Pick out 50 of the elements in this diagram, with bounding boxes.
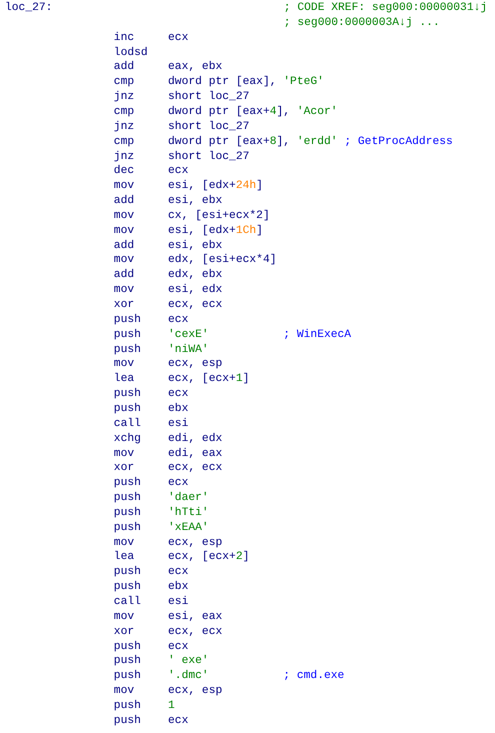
instruction-line: mov esi, [edx+24h] — [114, 179, 263, 194]
instruction-line: lodsd — [114, 46, 148, 60]
instruction-line: push 'hTti' — [114, 506, 209, 520]
instruction-line: inc ecx — [114, 30, 188, 45]
instruction-line: push ecx — [114, 312, 188, 327]
instruction-line: lea ecx, [ecx+2] — [114, 550, 250, 564]
instruction-line: call esi — [114, 416, 188, 431]
instruction-line: add edx, ebx — [114, 268, 222, 282]
instruction-line: push ecx — [114, 476, 188, 490]
instruction-line: cmp dword ptr [eax], 'PteG' — [114, 75, 324, 90]
instruction-line: add eax, ebx — [114, 60, 222, 74]
instruction-line: push ebx — [114, 580, 188, 594]
instruction-line: cmp dword ptr [eax+8], 'erdd' ; GetProcAddress — [114, 134, 453, 149]
instruction-line: push ecx — [114, 714, 188, 728]
instruction-line: call esi — [114, 595, 188, 609]
instruction-line: mov esi, edx — [114, 283, 222, 298]
instruction-line: jnz short loc_27 — [114, 150, 250, 164]
instruction-line: xor ecx, ecx — [114, 461, 222, 476]
instruction-line: add esi, ebx — [114, 238, 222, 253]
instruction-line: jnz short loc_27 — [114, 120, 250, 134]
instruction-line: mov ecx, esp — [114, 536, 222, 550]
instruction-line: mov edx, [esi+ecx*4] — [114, 253, 276, 268]
code-label: loc_27: — [5, 1, 52, 15]
instruction-line: add esi, ebx — [114, 194, 222, 208]
instruction-line: xor ecx, ecx — [114, 298, 222, 312]
instruction-line: push ecx — [114, 565, 188, 580]
instruction-line: push ecx — [114, 640, 188, 654]
instruction-line: mov esi, [edx+1Ch] — [114, 224, 263, 238]
instruction-line: push 1 — [114, 698, 175, 713]
instruction-line: push '.dmc' ; cmd.exe — [114, 669, 344, 684]
instruction-line: xchg edi, edx — [114, 432, 222, 446]
instruction-line: mov edi, eax — [114, 446, 222, 460]
instruction-line: lea ecx, [ecx+1] — [114, 372, 250, 386]
instruction-line: mov ecx, esp — [114, 357, 222, 372]
instruction-line: push 'cexE' ; WinExecA — [114, 328, 352, 342]
instruction-line: push 'daer' — [114, 491, 209, 506]
instruction-line: cmp dword ptr [eax+4], 'Acor' — [114, 104, 338, 119]
xref-comment: ; CODE XREF: seg000:00000031↓j — [284, 1, 488, 15]
instruction-line: jnz short loc_27 — [114, 90, 250, 104]
instruction-line: push ecx — [114, 387, 188, 402]
instruction-line: mov esi, eax — [114, 610, 222, 624]
instruction-line: push ebx — [114, 402, 188, 416]
instruction-line: dec ecx — [114, 164, 188, 178]
instruction-line: push 'xEAA' — [114, 520, 209, 535]
instruction-line: xor ecx, ecx — [114, 624, 222, 639]
instruction-line: push ' exe' — [114, 654, 209, 668]
instruction-line: mov ecx, esp — [114, 684, 222, 698]
instruction-line: push 'niWA' — [114, 342, 209, 357]
instruction-line: mov cx, [esi+ecx*2] — [114, 208, 270, 223]
xref-comment: ; seg000:0000003A↓j ... — [284, 16, 440, 30]
